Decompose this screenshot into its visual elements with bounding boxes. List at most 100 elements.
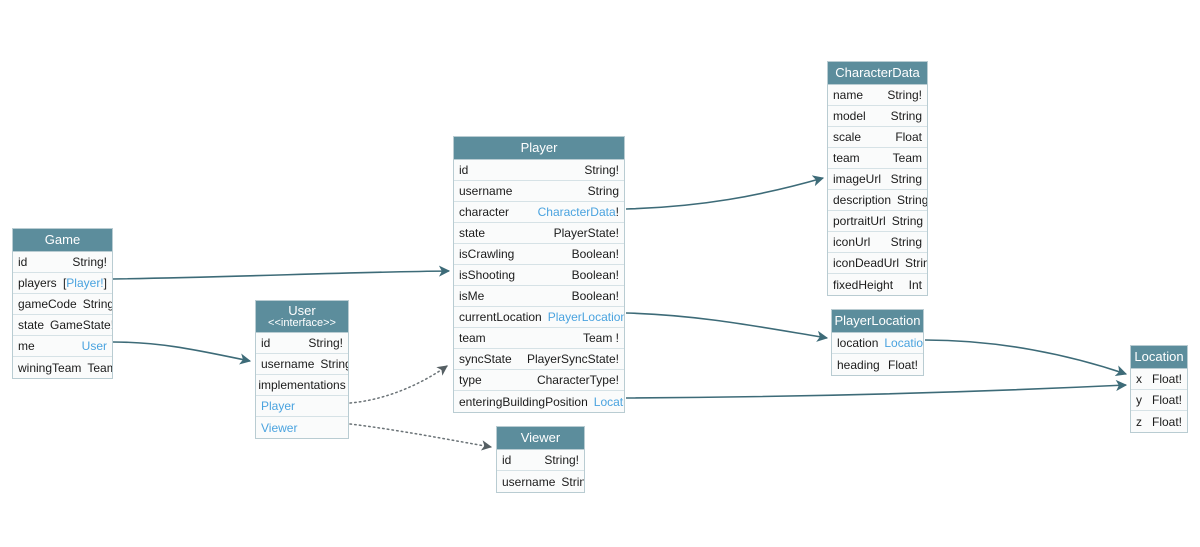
field-name: id bbox=[18, 255, 28, 269]
field-type-ref[interactable]: Location! bbox=[884, 336, 923, 350]
table-row[interactable]: username String bbox=[497, 471, 584, 492]
field-type: String bbox=[320, 357, 348, 371]
bracket-open: [ bbox=[62, 276, 67, 290]
entity-user[interactable]: User <<interface>> id String! username S… bbox=[255, 300, 349, 439]
table-row[interactable]: currentLocation PlayerLocation! bbox=[454, 307, 624, 328]
table-row[interactable]: y Float! bbox=[1131, 390, 1187, 411]
field-name: username bbox=[459, 184, 513, 198]
field-type: Float! bbox=[1151, 393, 1182, 407]
field-type: String bbox=[561, 474, 584, 489]
table-row[interactable]: team Team ! bbox=[454, 328, 624, 349]
field-type: Boolean! bbox=[571, 268, 619, 282]
field-name: type bbox=[459, 373, 482, 387]
entity-characterdata[interactable]: CharacterData name String! model String … bbox=[827, 61, 928, 296]
field-name: currentLocation bbox=[459, 310, 542, 324]
entity-game[interactable]: Game id String! players [Player!] gameCo… bbox=[12, 228, 113, 379]
table-row[interactable]: portraitUrl String bbox=[828, 211, 927, 232]
table-row[interactable]: character CharacterData! bbox=[454, 202, 624, 223]
entity-location[interactable]: Location x Float! y Float! z Float! bbox=[1130, 345, 1188, 433]
table-row[interactable]: location Location! bbox=[832, 333, 923, 354]
field-type: String bbox=[890, 109, 922, 123]
table-row[interactable]: isCrawling Boolean! bbox=[454, 244, 624, 265]
field-name: username bbox=[502, 474, 556, 489]
bracket-close: ] bbox=[103, 276, 107, 290]
table-row[interactable]: gameCode String! bbox=[13, 294, 112, 315]
nonnull-marker: ! bbox=[615, 205, 619, 219]
table-row[interactable]: description String bbox=[828, 190, 927, 211]
edge-playerlocation-location-location bbox=[924, 339, 1128, 377]
implementations-label: implementations bbox=[258, 378, 346, 392]
implementation-row-viewer[interactable]: Viewer bbox=[256, 417, 348, 438]
entity-title-text: PlayerLocation bbox=[834, 313, 921, 328]
implementation-link-viewer[interactable]: Viewer bbox=[261, 420, 298, 435]
table-row[interactable]: id String! bbox=[13, 252, 112, 273]
table-row[interactable]: name String! bbox=[828, 85, 927, 106]
field-name: state bbox=[459, 226, 486, 240]
field-name: character bbox=[459, 205, 510, 219]
field-name: name bbox=[833, 88, 864, 102]
edge-game-players-player bbox=[112, 265, 451, 280]
field-type: PlayerSyncState! bbox=[526, 352, 619, 366]
table-row[interactable]: isMe Boolean! bbox=[454, 286, 624, 307]
table-row[interactable]: id String! bbox=[454, 160, 624, 181]
field-type: CharacterData! bbox=[538, 205, 619, 219]
table-row[interactable]: syncState PlayerSyncState! bbox=[454, 349, 624, 370]
table-row[interactable]: username String bbox=[256, 354, 348, 375]
field-name: winingTeam bbox=[18, 360, 82, 375]
table-row[interactable]: team Team bbox=[828, 148, 927, 169]
table-row[interactable]: x Float! bbox=[1131, 369, 1187, 390]
field-type-ref[interactable]: Location bbox=[593, 394, 624, 409]
field-type-ref[interactable]: Player! bbox=[66, 276, 104, 290]
field-type: String bbox=[905, 256, 927, 270]
table-row[interactable]: type CharacterType! bbox=[454, 370, 624, 391]
table-row[interactable]: players [Player!] bbox=[13, 273, 112, 294]
table-row[interactable]: model String bbox=[828, 106, 927, 127]
table-row[interactable]: id String! bbox=[256, 333, 348, 354]
field-type-ref[interactable]: User bbox=[81, 339, 107, 353]
field-name: z bbox=[1136, 414, 1142, 429]
table-row[interactable]: z Float! bbox=[1131, 411, 1187, 432]
entity-title-text: Viewer bbox=[520, 430, 561, 445]
table-row[interactable]: winingTeam Team bbox=[13, 357, 112, 378]
table-row[interactable]: me User bbox=[13, 336, 112, 357]
field-type: String! bbox=[584, 163, 619, 177]
table-row[interactable]: iconUrl String bbox=[828, 232, 927, 253]
field-type-ref[interactable]: PlayerLocation bbox=[547, 310, 624, 324]
table-row[interactable]: heading Float! bbox=[832, 354, 923, 375]
table-row[interactable]: isShooting Boolean! bbox=[454, 265, 624, 286]
field-name: iconDeadUrl bbox=[833, 256, 900, 270]
field-name: portraitUrl bbox=[833, 214, 886, 228]
edge-user-implements-player bbox=[349, 365, 448, 404]
table-row[interactable]: username String bbox=[454, 181, 624, 202]
table-row[interactable]: enteringBuildingPosition Location bbox=[454, 391, 624, 412]
table-row[interactable]: fixedHeight Int bbox=[828, 274, 927, 295]
field-type: CharacterType! bbox=[536, 373, 619, 387]
table-row[interactable]: state PlayerState! bbox=[454, 223, 624, 244]
field-name: x bbox=[1136, 372, 1142, 386]
table-row[interactable]: imageUrl String bbox=[828, 169, 927, 190]
table-row[interactable]: scale Float bbox=[828, 127, 927, 148]
field-type: String! bbox=[887, 88, 922, 102]
field-name: team bbox=[833, 151, 860, 165]
field-type: Float bbox=[895, 130, 922, 144]
edge-game-me-user bbox=[112, 341, 252, 365]
table-row[interactable]: iconDeadUrl String bbox=[828, 253, 927, 274]
entity-stereotype: <<interface>> bbox=[268, 317, 336, 329]
field-type: PlayerState! bbox=[553, 226, 619, 240]
implementation-row-player[interactable]: Player bbox=[256, 396, 348, 417]
table-row[interactable]: state GameState! bbox=[13, 315, 112, 336]
entity-player[interactable]: Player id String! username String charac… bbox=[453, 136, 625, 413]
field-name: id bbox=[261, 336, 271, 350]
field-name: isMe bbox=[459, 289, 485, 303]
field-type: Float! bbox=[1151, 414, 1182, 429]
entity-user-title: User <<interface>> bbox=[256, 301, 348, 333]
table-row[interactable]: id String! bbox=[497, 450, 584, 471]
entity-viewer[interactable]: Viewer id String! username String bbox=[496, 426, 585, 493]
field-type: Float! bbox=[887, 357, 918, 372]
edge-player-currentlocation-playerlocation bbox=[625, 312, 829, 342]
field-type-ref[interactable]: CharacterData bbox=[537, 205, 616, 219]
implementation-link-player[interactable]: Player bbox=[261, 399, 296, 413]
entity-location-title: Location bbox=[1131, 346, 1187, 369]
entity-playerlocation[interactable]: PlayerLocation location Location! headin… bbox=[831, 309, 924, 376]
